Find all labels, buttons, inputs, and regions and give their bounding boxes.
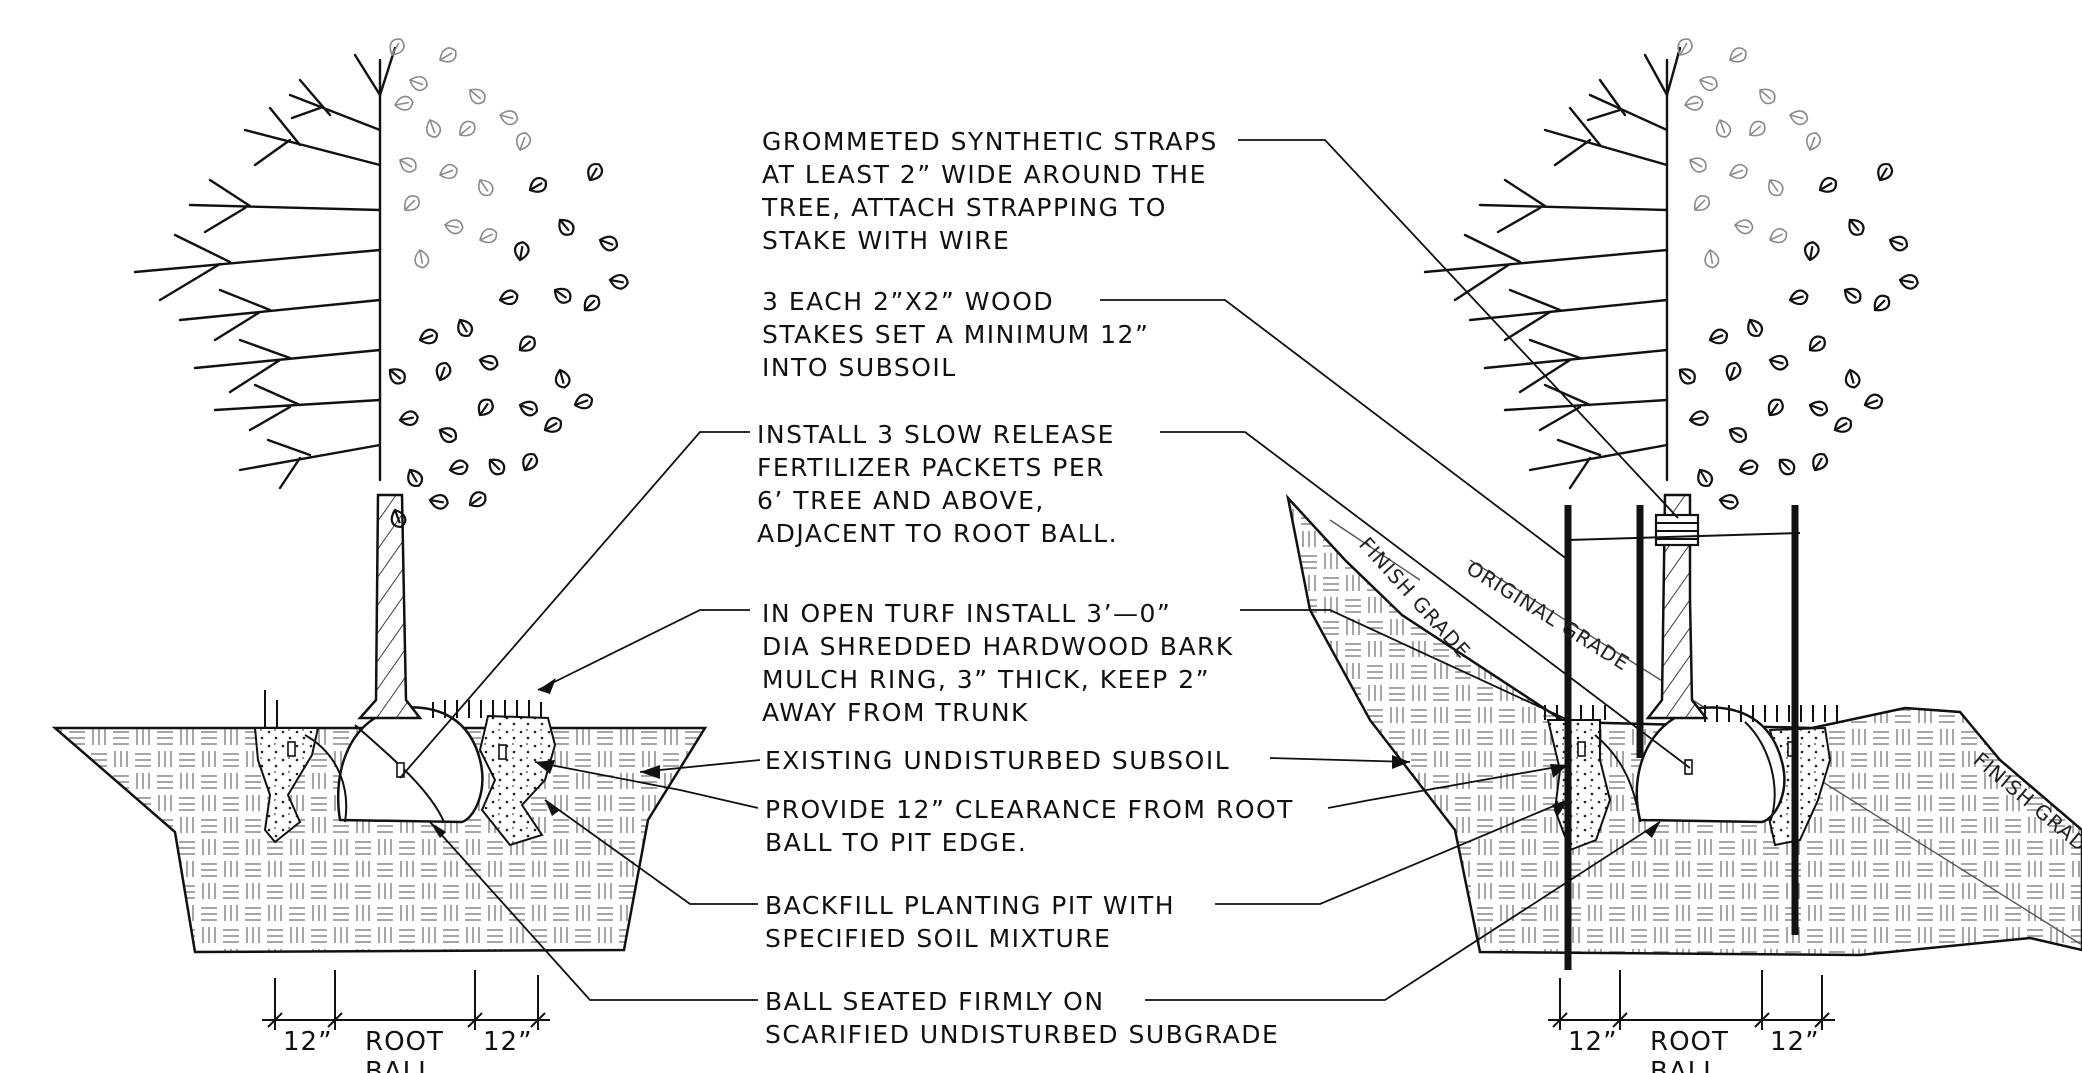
- left-tree-foliage: [384, 35, 630, 531]
- right-tree-branches: [1423, 46, 1682, 490]
- note-straps: GROMMETED SYNTHETIC STRAPS AT LEAST 2” W…: [761, 127, 1227, 255]
- note-stakes: 3 EACH 2”X2” WOOD STAKES SET A MINIMUM 1…: [762, 287, 1159, 382]
- left-clearance-left-label: 12”: [283, 1027, 333, 1057]
- tie-wire: [1567, 532, 1801, 541]
- note-backfill: BACKFILL PLANTING PIT WITH SPECIFIED SOI…: [765, 891, 1185, 953]
- right-root-ball-label: ROOT: [1650, 1027, 1729, 1057]
- left-tree-branches: [133, 46, 397, 490]
- left-tree-detail: 12” ROOT BALL 12”: [51, 35, 708, 1073]
- left-root-ball-label-2: BALL: [365, 1057, 434, 1073]
- right-backfill-left: [1546, 719, 1612, 852]
- right-clearance-right-label: 12”: [1770, 1027, 1820, 1057]
- left-root-ball: [336, 706, 484, 824]
- leader-arrowheads: [430, 678, 1660, 838]
- note-ball-seated: BALL SEATED FIRMLY ON SCARIFIED UNDISTUR…: [765, 987, 1279, 1049]
- right-tree-foliage: [1673, 35, 1920, 511]
- right-dimensions: [1548, 970, 1835, 1030]
- left-root-ball-label: ROOT: [365, 1027, 444, 1057]
- leader-lines: [399, 139, 1691, 1001]
- left-grass: [264, 690, 542, 728]
- note-clearance: PROVIDE 12” CLEARANCE FROM ROOT BALL TO …: [765, 795, 1303, 857]
- right-clearance-left-label: 12”: [1568, 1027, 1618, 1057]
- note-mulch: IN OPEN TURF INSTALL 3’—0” DIA SHREDDED …: [762, 599, 1243, 727]
- note-fertilizer: INSTALL 3 SLOW RELEASE FERTILIZER PACKET…: [757, 420, 1124, 548]
- right-tree-trunk: [1645, 493, 1709, 720]
- right-root-ball-label-2: BALL: [1650, 1057, 1719, 1073]
- left-clearance-right-label: 12”: [483, 1027, 533, 1057]
- note-subsoil: EXISTING UNDISTURBED SUBSOIL: [765, 746, 1230, 775]
- left-tree-trunk: [357, 493, 423, 720]
- tree-strap: [1654, 513, 1700, 547]
- left-dimensions: [262, 970, 550, 1030]
- notes: GROMMETED SYNTHETIC STRAPS AT LEAST 2” W…: [757, 127, 1303, 1049]
